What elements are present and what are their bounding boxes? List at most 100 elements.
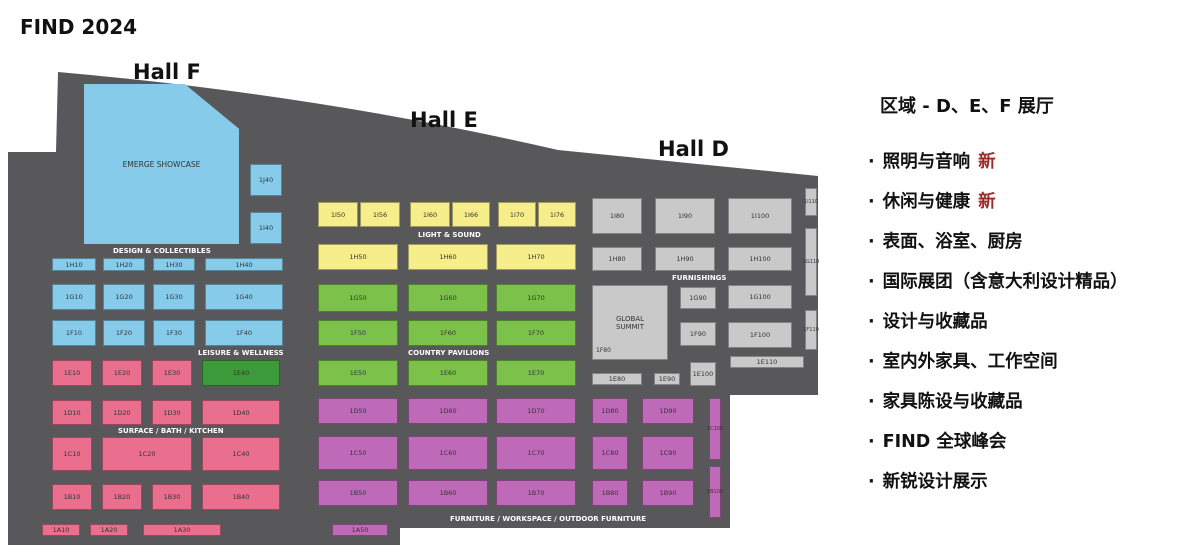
booth-1d30[interactable]: 1D30 bbox=[152, 400, 192, 425]
booth-1d20[interactable]: 1D20 bbox=[102, 400, 142, 425]
booth-1a50[interactable]: 1A50 bbox=[332, 524, 388, 536]
booth-1c100[interactable]: 1C100 bbox=[707, 398, 723, 460]
booth-1d10[interactable]: 1D10 bbox=[52, 400, 92, 425]
booth-1h70[interactable]: 1H70 bbox=[496, 244, 576, 270]
booth-1d90[interactable]: 1D90 bbox=[642, 398, 694, 424]
booth-1h100[interactable]: 1H100 bbox=[728, 247, 792, 271]
legend-item-summit: · FIND 全球峰会 bbox=[868, 428, 1006, 453]
leisure-wellness-label: LEISURE & WELLNESS bbox=[198, 349, 284, 357]
legend-label: FIND 全球峰会 bbox=[882, 432, 1007, 452]
booth-1c10[interactable]: 1C10 bbox=[52, 437, 92, 471]
booth-1g20[interactable]: 1G20 bbox=[103, 284, 145, 310]
booth-1e90[interactable]: 1E90 bbox=[654, 373, 680, 385]
booth-1h60[interactable]: 1H60 bbox=[408, 244, 488, 270]
booth-1b10[interactable]: 1B10 bbox=[52, 484, 92, 510]
booth-1b40[interactable]: 1B40 bbox=[202, 484, 280, 510]
booth-1b30[interactable]: 1B30 bbox=[152, 484, 192, 510]
booth-1i80[interactable]: 1I80 bbox=[592, 198, 642, 234]
legend-item-pavilions: ·国际展团（含意大利设计精品） bbox=[868, 268, 1128, 293]
booth-1h30[interactable]: 1H30 bbox=[153, 258, 195, 271]
booth-1i50[interactable]: 1I50 bbox=[318, 202, 358, 227]
booth-1f60[interactable]: 1F60 bbox=[408, 320, 488, 346]
booth-1a10[interactable]: 1A10 bbox=[42, 524, 80, 536]
booth-1b20[interactable]: 1B20 bbox=[102, 484, 142, 510]
booth-1e100[interactable]: 1E100 bbox=[690, 362, 716, 386]
booth-1f70[interactable]: 1F70 bbox=[496, 320, 576, 346]
booth-1j40[interactable]: 1J40 bbox=[250, 164, 282, 196]
booth-1g100[interactable]: 1G100 bbox=[728, 285, 792, 309]
booth-1f90[interactable]: 1F90 bbox=[680, 322, 716, 346]
booth-1f80[interactable]: GLOBAL SUMMIT 1F80 bbox=[592, 285, 668, 360]
booth-1g40[interactable]: 1G40 bbox=[205, 284, 283, 310]
global-summit-label-2: SUMMIT bbox=[616, 322, 644, 331]
booth-1f20[interactable]: 1F20 bbox=[103, 320, 145, 346]
booth-1f110[interactable]: 1F110 bbox=[803, 310, 819, 350]
booth-1a20[interactable]: 1A20 bbox=[90, 524, 128, 536]
bullet-icon: · bbox=[868, 152, 875, 172]
booth-1i60[interactable]: 1I60 bbox=[410, 202, 450, 227]
booth-1g50[interactable]: 1G50 bbox=[318, 284, 398, 312]
booth-1f100[interactable]: 1F100 bbox=[728, 322, 792, 348]
booth-1c80[interactable]: 1C80 bbox=[592, 436, 628, 470]
furniture-workspace-label: FURNITURE / WORKSPACE / OUTDOOR FURNITUR… bbox=[450, 515, 647, 523]
booth-1e80[interactable]: 1E80 bbox=[592, 373, 642, 385]
booth-1c70[interactable]: 1C70 bbox=[496, 436, 576, 470]
booth-1e70[interactable]: 1E70 bbox=[496, 360, 576, 386]
booth-1i110[interactable]: 1I110 bbox=[804, 188, 818, 216]
booth-1i66[interactable]: 1I66 bbox=[452, 202, 490, 227]
legend-label: 表面、浴室、厨房 bbox=[882, 232, 1023, 252]
booth-1b100[interactable]: 1B100 bbox=[707, 466, 723, 518]
booth-1h50[interactable]: 1H50 bbox=[318, 244, 398, 270]
booth-1i76[interactable]: 1I76 bbox=[538, 202, 576, 227]
booth-1i70[interactable]: 1I70 bbox=[498, 202, 536, 227]
booth-1e60[interactable]: 1E60 bbox=[408, 360, 488, 386]
booth-1e30[interactable]: 1E30 bbox=[152, 360, 192, 386]
booth-1c60[interactable]: 1C60 bbox=[408, 436, 488, 470]
booth-1b70[interactable]: 1B70 bbox=[496, 480, 576, 506]
booth-1h10[interactable]: 1H10 bbox=[52, 258, 96, 271]
booth-1b50[interactable]: 1B50 bbox=[318, 480, 398, 506]
emerge-showcase-zone[interactable]: EMERGE SHOWCASE bbox=[84, 84, 239, 244]
booth-1b90[interactable]: 1B90 bbox=[642, 480, 694, 506]
booth-1f10[interactable]: 1F10 bbox=[52, 320, 96, 346]
booth-1c90[interactable]: 1C90 bbox=[642, 436, 694, 470]
booth-1e20[interactable]: 1E20 bbox=[102, 360, 142, 386]
booth-1a30[interactable]: 1A30 bbox=[143, 524, 221, 536]
booth-1i100[interactable]: 1I100 bbox=[728, 198, 792, 234]
booth-1c20[interactable]: 1C20 bbox=[102, 437, 192, 471]
bullet-icon: · bbox=[868, 432, 875, 452]
legend-label: 室内外家具、工作空间 bbox=[882, 352, 1058, 372]
booth-1d50[interactable]: 1D50 bbox=[318, 398, 398, 424]
booth-1d60[interactable]: 1D60 bbox=[408, 398, 488, 424]
booth-1g30[interactable]: 1G30 bbox=[153, 284, 195, 310]
booth-1e40[interactable]: 1E40 bbox=[202, 360, 280, 386]
legend-label: 家具陈设与收藏品 bbox=[882, 392, 1023, 412]
booth-1e10[interactable]: 1E10 bbox=[52, 360, 92, 386]
booth-1g10[interactable]: 1G10 bbox=[52, 284, 96, 310]
booth-1c50[interactable]: 1C50 bbox=[318, 436, 398, 470]
booth-1f50[interactable]: 1F50 bbox=[318, 320, 398, 346]
booth-1f30[interactable]: 1F30 bbox=[153, 320, 195, 346]
booth-1g70[interactable]: 1G70 bbox=[496, 284, 576, 312]
booth-1g60[interactable]: 1G60 bbox=[408, 284, 488, 312]
legend-label: 照明与音响 bbox=[882, 152, 971, 172]
booth-1i56[interactable]: 1I56 bbox=[360, 202, 400, 227]
booth-1g90[interactable]: 1G90 bbox=[680, 287, 716, 309]
booth-1h90[interactable]: 1H90 bbox=[655, 247, 715, 271]
hall-f-label: Hall F bbox=[133, 60, 201, 84]
booth-1h20[interactable]: 1H20 bbox=[103, 258, 145, 271]
booth-1i90[interactable]: 1I90 bbox=[655, 198, 715, 234]
booth-1g110[interactable]: 1G110 bbox=[803, 228, 819, 296]
booth-1h80[interactable]: 1H80 bbox=[592, 247, 642, 271]
booth-1d40[interactable]: 1D40 bbox=[202, 400, 280, 425]
booth-1c40[interactable]: 1C40 bbox=[202, 437, 280, 471]
booth-1d70[interactable]: 1D70 bbox=[496, 398, 576, 424]
booth-1b80[interactable]: 1B80 bbox=[592, 480, 628, 506]
booth-1h40[interactable]: 1H40 bbox=[205, 258, 283, 271]
booth-1f40[interactable]: 1F40 bbox=[205, 320, 283, 346]
booth-1i40[interactable]: 1I40 bbox=[250, 212, 282, 244]
booth-1d80[interactable]: 1D80 bbox=[592, 398, 628, 424]
booth-1e110[interactable]: 1E110 bbox=[730, 356, 804, 368]
booth-1e50[interactable]: 1E50 bbox=[318, 360, 398, 386]
booth-1b60[interactable]: 1B60 bbox=[408, 480, 488, 506]
